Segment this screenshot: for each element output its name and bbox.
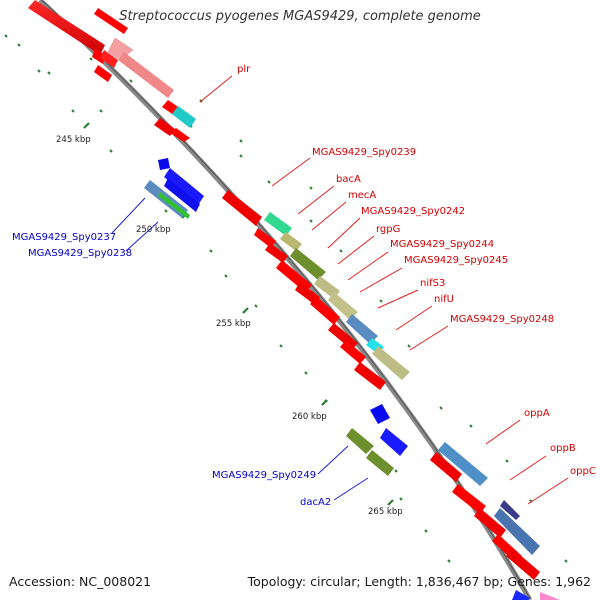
map-title: Streptococcus pyogenes MGAS9429, complet…: [119, 9, 481, 24]
inner-tick-ring: [4, 34, 451, 563]
gene-label-spy0248[interactable]: MGAS9429_Spy0248: [450, 314, 554, 325]
tick-label-260: 260 kbp: [292, 412, 327, 422]
gene-label-spy0245[interactable]: MGAS9429_Spy0245: [404, 255, 508, 266]
tick-label-250: 250 kbp: [136, 225, 171, 235]
reverse-gene-cluster-0237: [144, 158, 204, 219]
gene-label-nifu[interactable]: nifU: [434, 294, 454, 305]
gene-label-spy0239[interactable]: MGAS9429_Spy0239: [312, 147, 416, 158]
accession-text: Accession: NC_008021: [9, 574, 152, 589]
gene-label-oppc[interactable]: oppC: [570, 466, 596, 477]
gene-label-rgpg[interactable]: rgpG: [376, 224, 400, 235]
gene-label-baca[interactable]: bacA: [336, 174, 361, 185]
forward-strand-features: [94, 8, 560, 600]
reverse-label-leaders: [111, 197, 369, 501]
reverse-strand-features: [28, 0, 540, 580]
gene-label-spy0238[interactable]: MGAS9429_Spy0238: [28, 248, 132, 259]
gene-label-oppa[interactable]: oppA: [524, 408, 550, 419]
gene-label-daca2[interactable]: dacA2: [300, 497, 331, 508]
gene-label-spy0244[interactable]: MGAS9429_Spy0244: [390, 239, 494, 250]
reverse-gene-cluster-0249: [346, 404, 408, 476]
gene-label-oppb[interactable]: oppB: [550, 443, 576, 454]
forward-label-leaders: [199, 75, 569, 505]
tick-label-245: 245 kbp: [56, 135, 91, 145]
gene-label-spy0237[interactable]: MGAS9429_Spy0237: [12, 232, 116, 243]
gene-label-spy0249[interactable]: MGAS9429_Spy0249: [212, 470, 316, 481]
genome-backbone: [38, 0, 533, 600]
gene-label-spy0242[interactable]: MGAS9429_Spy0242: [361, 206, 465, 217]
gene-label-nifs3[interactable]: nifS3: [420, 278, 445, 289]
genome-stats-text: Topology: circular; Length: 1,836,467 bp…: [247, 574, 591, 589]
tick-label-265: 265 kbp: [368, 507, 403, 517]
kbp-tick-marks: [83, 122, 394, 506]
tick-label-255: 255 kbp: [216, 319, 251, 329]
gene-label-plr[interactable]: plr: [237, 64, 251, 75]
gene-label-meca[interactable]: mecA: [348, 190, 376, 201]
